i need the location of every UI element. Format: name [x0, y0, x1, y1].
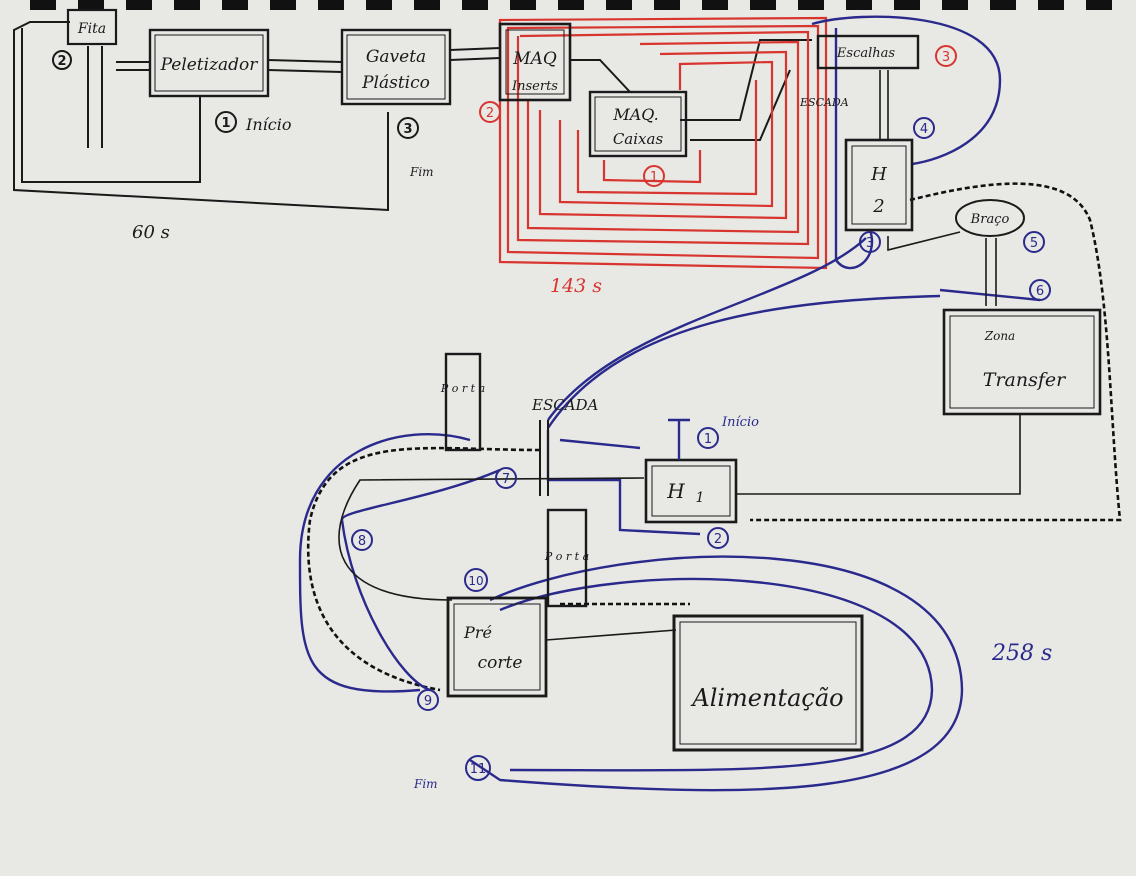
- h1-box: [644, 458, 738, 524]
- pre-corte-label-2: corte: [478, 653, 523, 673]
- escalhas-label: Escalhas: [836, 46, 895, 61]
- h2-label-1: H: [870, 164, 887, 185]
- maq-caixas-label-2: Caixas: [613, 130, 664, 148]
- time-60s: 60 s: [132, 222, 170, 243]
- porta-top-label: P o r t a: [440, 382, 485, 395]
- gaveta-label: Gaveta: [366, 47, 426, 67]
- step-8-blue: 8: [351, 529, 373, 551]
- h2-box: [844, 138, 914, 232]
- step-2-black: 2: [52, 50, 72, 70]
- h1-label-2: 1: [696, 490, 705, 506]
- transfer-label: Transfer: [983, 369, 1067, 391]
- peletizador-label: Peletizador: [160, 55, 259, 75]
- step-4-blue: 4: [913, 117, 935, 139]
- blue-flow-lines: [298, 15, 1041, 792]
- svg-text:3: 3: [866, 236, 874, 251]
- braco-label: Braço: [970, 212, 1010, 227]
- inicio-label-bottom: Início: [721, 415, 759, 430]
- escalhas-box: [816, 34, 920, 70]
- svg-text:11: 11: [470, 762, 487, 777]
- porta-mid-label: P o r t a: [544, 550, 589, 563]
- escada-label-top: ESCADA: [799, 96, 849, 109]
- svg-text:2: 2: [57, 54, 66, 69]
- porta-mid-box: [546, 508, 588, 608]
- svg-text:1: 1: [704, 432, 712, 447]
- maq-caixas-box: [588, 90, 688, 158]
- escada-label-bottom: ESCADA: [531, 396, 599, 414]
- step-2-red: 2: [479, 101, 501, 123]
- svg-text:7: 7: [502, 472, 510, 487]
- porta-top-box: [444, 352, 482, 452]
- spiral-binding-marks: [30, 0, 1112, 10]
- step-1-red: 1: [643, 165, 665, 187]
- svg-text:6: 6: [1036, 284, 1044, 299]
- fita-box: [66, 8, 118, 46]
- red-flow-loops: [498, 16, 828, 270]
- svg-text:1: 1: [650, 170, 658, 185]
- maq-inserts-label-1: MAQ: [512, 49, 557, 69]
- maq-inserts-label-2: Inserts: [511, 79, 558, 94]
- svg-text:10: 10: [468, 574, 483, 588]
- bottom-black-lines: [338, 414, 1021, 641]
- svg-text:4: 4: [920, 122, 928, 137]
- svg-text:5: 5: [1030, 236, 1038, 251]
- gaveta-plastico-box: [340, 28, 452, 106]
- peletizador-box: [148, 28, 270, 98]
- step-1-black: 1: [215, 111, 237, 133]
- step-10-blue: 10: [464, 568, 488, 592]
- svg-text:2: 2: [486, 106, 494, 121]
- svg-text:8: 8: [358, 534, 366, 549]
- fita-label: Fita: [77, 21, 106, 37]
- step-3-red-right: 3: [935, 45, 957, 67]
- fim-label-bottom: Fim: [413, 777, 438, 791]
- h1-label-1: H: [666, 479, 685, 503]
- step-11-blue: 11: [465, 755, 491, 781]
- pre-corte-label-1: Pré: [463, 623, 492, 642]
- maq-caixas-label-1: MAQ.: [612, 105, 658, 124]
- svg-text:3: 3: [403, 122, 412, 137]
- step-3-blue: 3: [859, 231, 881, 253]
- time-143s: 143 s: [550, 275, 602, 297]
- maq-inserts-box: [498, 22, 572, 102]
- spiral-conveyor: [306, 182, 1122, 692]
- svg-text:3: 3: [942, 50, 950, 65]
- step-1-blue: 1: [697, 427, 719, 449]
- step-9-blue: 9: [417, 689, 439, 711]
- svg-text:2: 2: [714, 532, 722, 547]
- step-5-blue: 5: [1023, 231, 1045, 253]
- svg-text:1: 1: [221, 116, 230, 131]
- zona-label: Zona: [984, 329, 1015, 343]
- fim-label-top: Fim: [409, 165, 434, 179]
- plastico-label: Plástico: [361, 73, 430, 93]
- h2-label-2: 2: [872, 196, 884, 217]
- alimentacao-box: [672, 614, 864, 752]
- step-6-blue: 6: [1029, 279, 1051, 301]
- time-258s: 258 s: [991, 641, 1052, 666]
- zona-transfer-box: [942, 308, 1102, 416]
- svg-text:9: 9: [424, 694, 432, 709]
- step-2-blue: 2: [707, 527, 729, 549]
- braco-ellipse: [955, 199, 1025, 237]
- pre-corte-box: [446, 596, 548, 698]
- step-3-black: 3: [397, 117, 419, 139]
- step-7-blue: 7: [495, 467, 517, 489]
- black-flow-lines: [13, 21, 812, 212]
- inicio-label-top: Início: [245, 115, 291, 134]
- alimentacao-label: Alimentação: [690, 684, 843, 712]
